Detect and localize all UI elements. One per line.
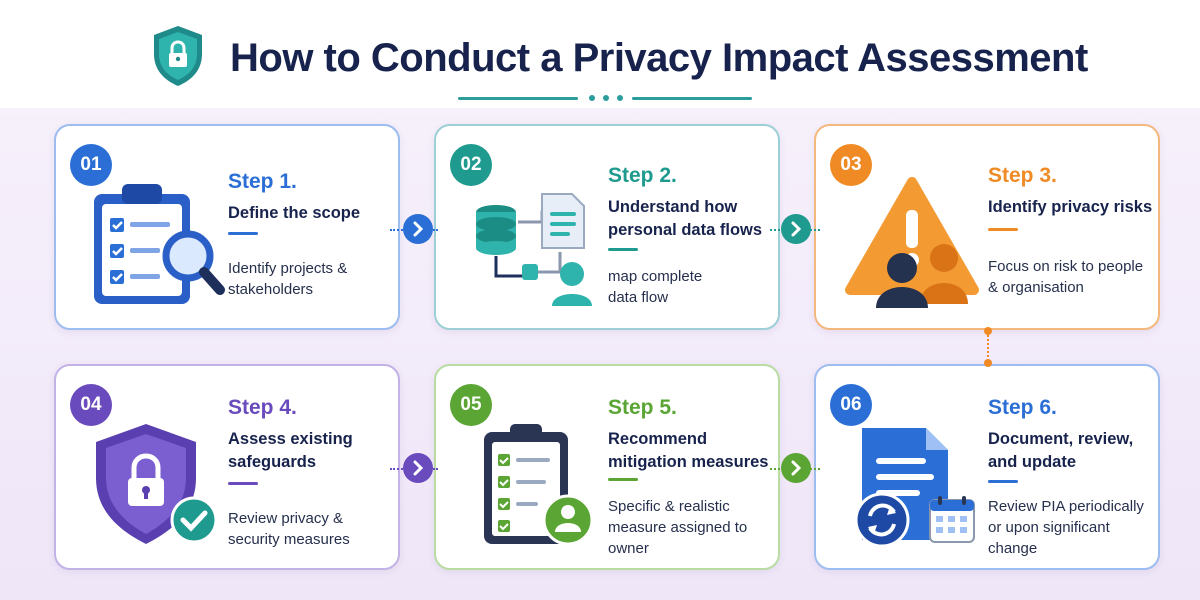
shield-lock-icon (154, 26, 202, 86)
header: How to Conduct a Privacy Impact Assessme… (0, 0, 1200, 108)
step-divider (608, 478, 638, 481)
step-divider (608, 248, 638, 251)
step-number-badge: 02 (450, 144, 492, 186)
step-description: Specific & realistic measure assigned to… (608, 498, 748, 557)
clipboard-magnifier-icon (94, 184, 225, 304)
warning-people-icon (845, 177, 979, 308)
step-description: Identify projects & stakeholders (228, 260, 348, 298)
step-title: Recommend mitigation measures (608, 430, 769, 471)
step-label: Step 6. (988, 396, 1057, 419)
step-title: Identify privacy risks (988, 198, 1153, 216)
step-description: map complete data flow (608, 268, 703, 306)
step-title: Assess existing safeguards (228, 430, 353, 471)
step-label: Step 4. (228, 396, 297, 419)
step-title: Document, review, and update (988, 430, 1134, 471)
step-divider (988, 228, 1018, 231)
chevron-right-icon (413, 460, 424, 476)
step-number-badge: 06 (830, 384, 872, 426)
checklist-user-icon (484, 424, 594, 546)
step-label: Step 2. (608, 164, 677, 187)
chevron-right-icon (413, 221, 424, 237)
connector-line-3-6 (987, 332, 989, 364)
step-card-6: 06 Step 6. Document, review, and update (814, 364, 1160, 570)
step-divider (988, 480, 1018, 483)
connector-dot-top (984, 327, 992, 335)
step-label: Step 5. (608, 396, 677, 419)
chevron-right-icon (791, 460, 802, 476)
chevron-right-icon (791, 221, 802, 237)
step-divider (228, 482, 258, 485)
step-number-badge: 04 (70, 384, 112, 426)
page-title: How to Conduct a Privacy Impact Assessme… (230, 36, 1088, 80)
step-divider (228, 232, 258, 235)
step-number-badge: 05 (450, 384, 492, 426)
step-card-3: 03 Step 3. Identify privacy risks Focus … (814, 124, 1160, 330)
database-flow-icon (476, 193, 592, 306)
connector-arrow-5-6 (781, 453, 811, 483)
step-card-5: 05 Step 5. Recommend mitigation measures… (434, 364, 780, 570)
step-title: Define the scope (228, 204, 361, 222)
title-divider-left (458, 97, 578, 100)
title-divider-right (632, 97, 752, 100)
connector-arrow-1-2 (403, 214, 433, 244)
step-description: Focus on risk to people & organisation (988, 258, 1144, 296)
step-label: Step 3. (988, 164, 1057, 187)
step-label: Step 1. (228, 170, 297, 193)
step-number-badge: 03 (830, 144, 872, 186)
step-title: Understand how personal data flows (608, 198, 763, 239)
step-number-badge: 01 (70, 144, 112, 186)
shield-lock-check-icon (96, 424, 218, 544)
document-refresh-calendar-icon (854, 428, 975, 548)
step-description: Review PIA periodically or upon signific… (988, 498, 1144, 557)
step-description: Review privacy & security measures (228, 510, 350, 548)
title-divider-dots (589, 95, 623, 102)
step-card-2: 02 Step 2. Understand how personal data … (434, 124, 780, 330)
step-card-1: 01 Step 1. Define the scope Identify pro… (54, 124, 400, 330)
connector-dot-bottom (984, 359, 992, 367)
connector-arrow-4-5 (403, 453, 433, 483)
step-card-4: 04 Step 4. Assess existing safeguards Re… (54, 364, 400, 570)
connector-arrow-2-3 (781, 214, 811, 244)
